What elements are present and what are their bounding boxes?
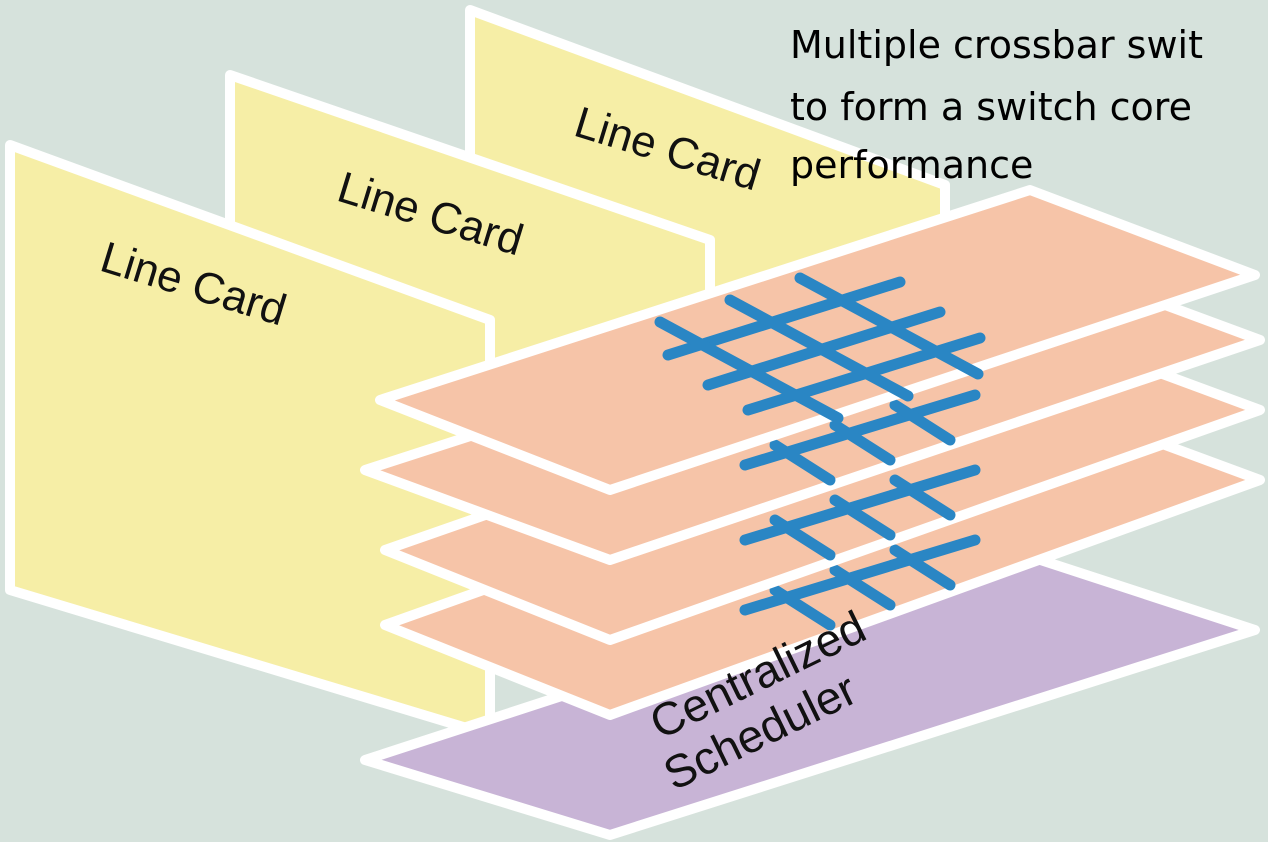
crossbar-4 <box>739 534 981 631</box>
caption-line-1: Multiple crossbar swit <box>790 23 1203 67</box>
crossbar-1 <box>654 272 986 424</box>
caption: Multiple crossbar swit to form a switch … <box>790 23 1203 187</box>
caption-line-2: to form a switch core <box>790 85 1192 129</box>
crossbar-3 <box>739 464 981 561</box>
switch-plane-1 <box>375 185 1260 495</box>
crossbar-2 <box>739 389 981 486</box>
caption-line-3: performance <box>790 143 1033 187</box>
